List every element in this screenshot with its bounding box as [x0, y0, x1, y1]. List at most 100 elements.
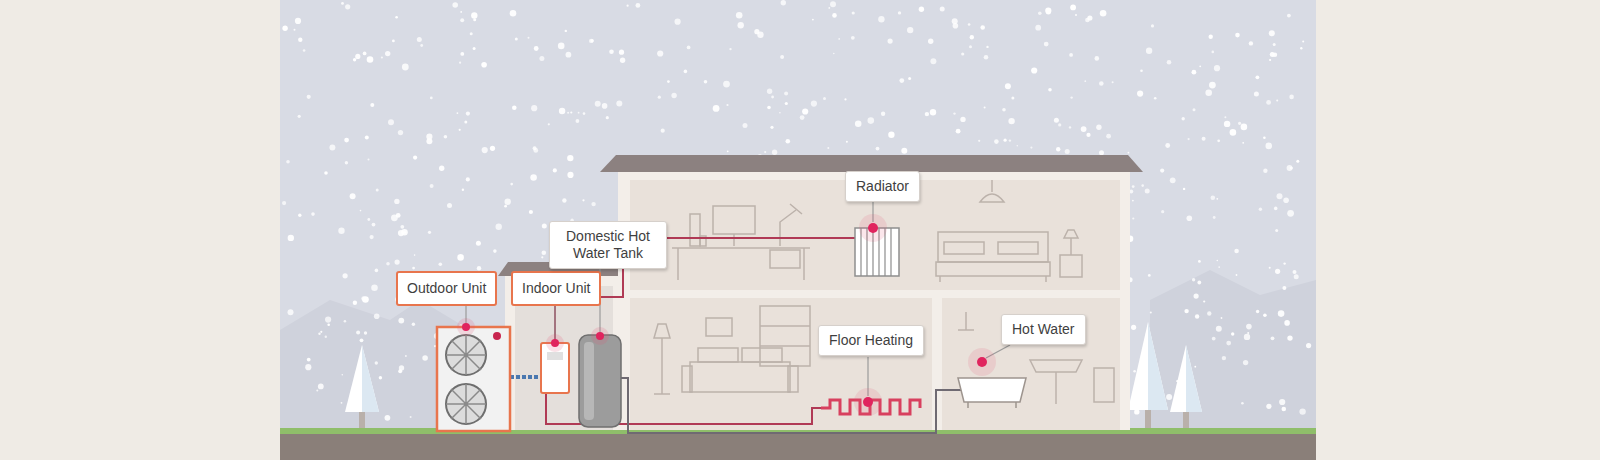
snowflakes	[303, 49, 306, 52]
snowflakes	[372, 223, 376, 227]
snowflakes	[1198, 260, 1201, 263]
snowflakes	[1031, 67, 1037, 73]
snowflakes	[852, 11, 855, 14]
snowflakes	[426, 138, 432, 144]
snowflakes	[1212, 51, 1215, 54]
snowflakes	[1081, 126, 1087, 132]
house	[618, 172, 1130, 430]
snowflakes	[325, 317, 331, 323]
snowflakes	[345, 4, 350, 9]
snowflakes	[395, 260, 400, 265]
snowflakes	[1004, 139, 1007, 142]
snowflakes	[1070, 96, 1072, 98]
snowflakes	[1065, 149, 1070, 154]
snowflakes	[542, 250, 547, 255]
snowflakes	[978, 140, 980, 142]
snowflakes	[1224, 121, 1230, 127]
house	[600, 155, 1143, 172]
snowflakes	[1166, 394, 1172, 400]
label-text: Indoor Unit	[522, 280, 590, 297]
snowflakes	[764, 151, 766, 153]
snowflakes	[404, 231, 406, 233]
snowflakes	[316, 390, 318, 392]
snowflakes	[388, 119, 394, 125]
snowflakes	[657, 50, 663, 56]
snowflakes	[529, 210, 533, 214]
snowflakes	[1132, 217, 1134, 219]
snowflakes	[1183, 188, 1185, 190]
snowflakes	[919, 7, 924, 12]
snowflakes	[1289, 95, 1294, 100]
snowflakes	[800, 115, 805, 120]
snowflakes	[1241, 402, 1244, 405]
trees	[345, 345, 379, 412]
house	[600, 155, 1143, 430]
snowflakes	[1193, 108, 1196, 111]
snowflakes	[1263, 314, 1267, 318]
snowflakes	[398, 130, 403, 135]
snowflakes	[1160, 169, 1164, 173]
furniture-sketch	[661, 338, 663, 394]
snowflakes	[1184, 309, 1188, 313]
furniture-sketch	[788, 366, 798, 392]
furniture-sketch	[760, 306, 810, 366]
snowflakes	[307, 95, 311, 99]
snowflakes	[1284, 320, 1290, 326]
snowflakes	[570, 111, 572, 113]
outdoor-unit	[437, 327, 510, 431]
house	[630, 298, 932, 430]
snowflakes	[1188, 138, 1190, 140]
label-text: Radiator	[856, 178, 909, 195]
ground	[280, 434, 1316, 460]
snowflakes	[844, 98, 846, 100]
snowflakes	[832, 13, 837, 18]
snowflakes	[779, 112, 781, 114]
hotspot-dots	[854, 388, 882, 416]
snowflakes	[307, 358, 311, 362]
snowflakes	[667, 80, 670, 83]
snowflakes	[371, 284, 378, 291]
snowflakes	[675, 19, 681, 25]
snowflakes	[471, 12, 477, 18]
snowflakes	[410, 416, 412, 418]
hotspot-dots	[457, 214, 996, 416]
snowflakes	[1213, 216, 1216, 219]
snowflakes	[1299, 408, 1305, 414]
snowflakes	[602, 103, 608, 109]
house	[942, 298, 1120, 430]
snowflakes	[1241, 124, 1248, 131]
snowflakes	[743, 123, 748, 128]
snowflakes	[969, 45, 972, 48]
snowflakes	[1058, 123, 1061, 126]
snowflakes	[370, 103, 374, 107]
snowflakes	[1247, 332, 1249, 334]
furniture-sketch	[770, 250, 800, 268]
snowflakes	[504, 205, 507, 208]
furniture-sketch	[654, 324, 670, 338]
snowflakes	[671, 93, 676, 98]
snowflakes	[395, 16, 398, 19]
snowflakes	[930, 109, 936, 115]
snowflakes	[355, 54, 360, 59]
leader-lines	[466, 202, 1010, 396]
snowflakes	[876, 147, 880, 151]
snowflakes	[1246, 324, 1252, 330]
snowflakes	[327, 323, 330, 326]
snowflakes	[1150, 312, 1152, 314]
snowflakes	[1238, 122, 1241, 125]
snowflakes	[1274, 207, 1278, 211]
snowflakes	[878, 16, 884, 22]
snowflakes	[1279, 399, 1285, 405]
snowflakes	[823, 97, 826, 100]
snowflakes	[460, 18, 464, 22]
snowflakes	[360, 338, 364, 342]
snowflakes	[1106, 134, 1111, 139]
furniture-sketch	[672, 247, 810, 249]
snowflakes	[1218, 266, 1220, 268]
snowflakes	[422, 355, 428, 361]
snowflakes	[627, 5, 629, 7]
snowflakes	[1009, 139, 1011, 141]
snowflakes	[1035, 25, 1041, 31]
outdoor-unit	[446, 335, 486, 375]
sky-panel	[280, 0, 1316, 432]
